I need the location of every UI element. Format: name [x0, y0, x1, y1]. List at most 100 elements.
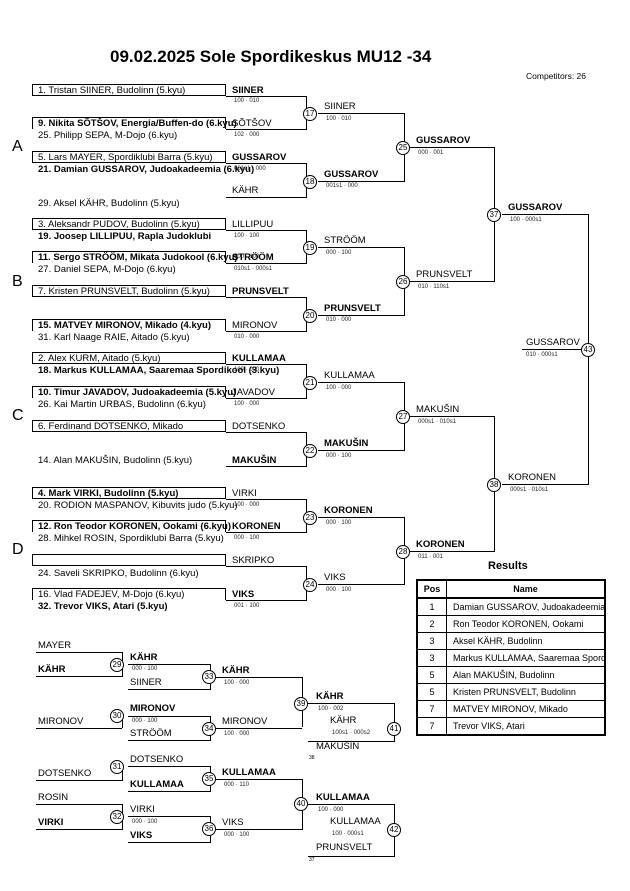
result-pos: 3 [417, 649, 447, 667]
score: 000 · 100 [132, 718, 158, 724]
pool-d-label: D [12, 541, 24, 558]
entry-name: 3. Aleksandr PUDOV, Budolinn (5.kyu) [38, 219, 200, 230]
bracket-name: KÄHR [330, 715, 357, 726]
score: 100 · 002 [318, 706, 344, 712]
match-number: 18 [303, 175, 317, 189]
results-col-pos: Pos [417, 580, 447, 599]
score: 100 · 100 [234, 233, 260, 239]
score: 000 · 100 [224, 832, 250, 838]
bracket-name: MIRONOV [38, 716, 84, 727]
bracket-name: DOTSENKO [38, 768, 92, 779]
score: 100 · 000 [318, 807, 344, 813]
repechage-source-number: 37 [309, 857, 315, 863]
bracket-name: SÕTŠOV [232, 118, 272, 129]
match-number: 27 [396, 410, 410, 424]
bracket-name: KORONEN [232, 521, 281, 532]
score: 100s1 · 000s2 [332, 730, 371, 736]
bracket-name: GUSSAROV [232, 152, 287, 163]
match-number: 26 [396, 275, 410, 289]
entry-name: 19. Joosep LILLIPUU, Rapla Judoklubi [38, 231, 212, 242]
bracket-name: PRUNSVELT [416, 269, 473, 280]
entry-box [32, 386, 226, 398]
score: 100 · 000 [234, 401, 260, 407]
score: 100 · 010 [234, 98, 260, 104]
bracket-name: KULLAMAA [330, 816, 381, 827]
score: 000 · 100 [326, 453, 352, 459]
entry-box [32, 588, 226, 600]
match-number: 21 [303, 376, 317, 390]
bracket-name: STRÖÖM [232, 252, 274, 263]
match-number: 37 [487, 208, 501, 222]
bracket-name: SIINER [232, 85, 264, 96]
bracket-name: KÄHR [316, 691, 344, 702]
bracket-name: MAYER [38, 640, 72, 651]
match-number: 43 [581, 343, 595, 357]
pool-a-label: A [12, 138, 23, 155]
bracket-name: MIRONOV [232, 320, 278, 331]
entry-name: 18. Markus KULLAMAA, Saaremaa Spordikool… [38, 365, 280, 376]
entry-name: 24. Saveli SKRIPKO, Budolinn (6.kyu) [38, 568, 199, 579]
bracket-name: KÄHR [222, 665, 250, 676]
entry-name: 27. Daniel SEPA, M-Dojo (6.kyu) [38, 264, 176, 275]
result-pos: 5 [417, 666, 447, 684]
bracket-name: KULLAMAA [130, 779, 184, 790]
entry-name: 15. MATVEY MIRONOV, Mikado (4.kyu) [38, 320, 211, 331]
result-name: Trevor VIKS, Atari [446, 717, 606, 736]
result-name: Ron Teodor KORONEN, Ookami [446, 615, 606, 633]
match-number: 39 [294, 697, 308, 711]
entry-box [32, 84, 226, 96]
entry-box [32, 151, 226, 163]
match-number: 32 [110, 810, 124, 824]
entry-name: 9. Nikita SÕTŠOV, Energia/Buffen-do (6.k… [38, 118, 237, 129]
bracket-name: MAKUŠIN [316, 741, 360, 752]
match-number: 28 [396, 545, 410, 559]
match-number: 19 [303, 241, 317, 255]
bracket-name: KULLAMAA [222, 767, 276, 778]
match-number: 33 [202, 670, 216, 684]
entry-name: 10. Timur JAVADOV, Judoakadeemia (5.kyu) [38, 387, 237, 398]
entry-name: 14. Alan MAKUŠIN, Budolinn (5.kyu) [38, 455, 193, 466]
entry-name: 4. Mark VIRKI, Budolinn (5.kyu) [38, 488, 179, 499]
bracket-name: SIINER [130, 677, 162, 688]
entry-box [32, 251, 226, 263]
entry-box [32, 554, 226, 566]
entry-box [32, 319, 226, 331]
bracket-name: PRUNSVELT [316, 842, 373, 853]
entry-name: 32. Trevor VIKS, Atari (5.kyu) [38, 601, 168, 612]
match-number: 17 [303, 107, 317, 121]
match-number: 22 [303, 444, 317, 458]
result-pos: 1 [417, 598, 447, 616]
bracket-name: STRÖÖM [130, 728, 172, 739]
bracket-name: KORONEN [508, 472, 557, 483]
competitors-count: Competitors: 26 [526, 71, 586, 81]
pool-b-label: B [12, 273, 23, 290]
bracket-name: MAKUŠIN [232, 455, 277, 466]
entry-name: 31. Karl Naage RAIE, Aitado (5.kyu) [38, 332, 190, 343]
result-name: MATVEY MIRONOV, Mikado [446, 700, 606, 718]
bracket-name: VIKS [232, 589, 255, 600]
bracket-name: ROSIN [38, 792, 69, 803]
bracket-name: VIKS [222, 817, 244, 828]
final-winner-name: GUSSAROV [526, 337, 580, 348]
bracket-name: GUSSAROV [324, 169, 379, 180]
bracket-name: VIRKI [232, 488, 257, 499]
entry-name: 20. RODION MASPANOV, Kibuvits judo (5.ky… [38, 500, 238, 511]
entry-name: 29. Aksel KÄHR, Budolinn (5.kyu) [38, 198, 180, 209]
score: 000s1 · 010s1 [510, 487, 549, 493]
entry-name: 26. Kai Martin URBAS, Budolinn (6.kyu) [38, 399, 206, 410]
score: 000 · 100 [326, 250, 352, 256]
score: 000 · 100 [132, 666, 158, 672]
entry-name: 5. Lars MAYER, Spordiklubi Barra (5.kyu) [38, 152, 213, 163]
bracket-name: MAKUŠIN [416, 404, 460, 415]
entry-box [32, 285, 226, 297]
match-number: 30 [110, 709, 124, 723]
entry-box [32, 218, 226, 230]
bracket-name: SKRIPKO [232, 555, 275, 566]
